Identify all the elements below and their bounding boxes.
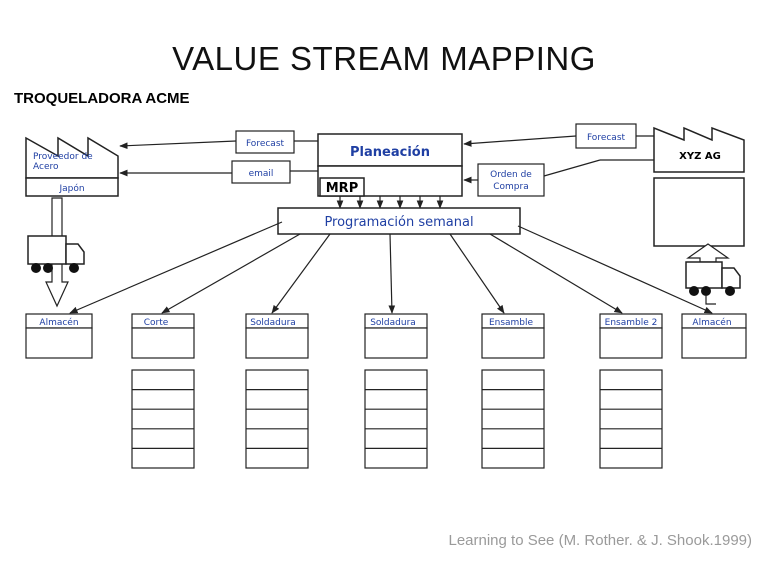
- process-label: Corte: [144, 318, 169, 328]
- company-name: TROQUELADORA ACME: [14, 90, 190, 107]
- customer-name: XYZ AG: [679, 151, 721, 162]
- weekly-schedule-label: Programación semanal: [324, 215, 473, 230]
- supplier-factory-icon: [25, 136, 119, 197]
- data-box-ensamble-2: [599, 369, 663, 469]
- forecast-supplier-box: [235, 130, 295, 154]
- customer-truck-icon: [685, 261, 741, 305]
- data-box-soldadura-2: [364, 369, 428, 469]
- purchase-order-line2: Compra: [493, 182, 529, 192]
- process-ensamble-2: Ensamble 2: [599, 313, 663, 359]
- page-title: VALUE STREAM MAPPING: [172, 40, 596, 77]
- forecast-customer-box: [575, 123, 637, 149]
- process-label: Ensamble: [489, 318, 534, 328]
- data-box-ensamble-1: [481, 369, 545, 469]
- supplier-location: Japón: [58, 183, 84, 194]
- email-label: email: [249, 169, 274, 179]
- planning-box: [317, 133, 463, 167]
- supplier-truck-icon: [27, 235, 85, 273]
- process-data-boxes: [131, 369, 663, 469]
- process-label: Soldadura: [370, 318, 416, 328]
- forecast-customer-label: Forecast: [587, 133, 626, 143]
- data-box-soldadura-1: [245, 369, 309, 469]
- forecast-supplier-label: Forecast: [246, 139, 285, 149]
- weekly-schedule-box: [277, 207, 521, 235]
- process-ensamble-1: Ensamble: [481, 313, 545, 359]
- customer-factory-icon: [653, 126, 745, 173]
- process-label: Ensamble 2: [605, 318, 658, 328]
- process-label: Soldadura: [250, 318, 296, 328]
- data-box-corte: [131, 369, 195, 469]
- process-almacen-1: Almacén: [25, 313, 93, 359]
- process-label: Almacén: [39, 317, 78, 328]
- schedule-arrows: [69, 221, 713, 314]
- supplier-name-line2: Acero: [33, 162, 59, 172]
- supplier-name-line1: Proveedor de: [33, 152, 93, 162]
- mrp-label: MRP: [326, 181, 358, 196]
- process-soldadura-1: Soldadura: [245, 313, 309, 359]
- planning-title: Planeación: [350, 145, 430, 160]
- information-flow-arrows: [119, 135, 654, 209]
- source-credit: Learning to See (M. Rother. & J. Shook.1…: [448, 532, 752, 549]
- process-label: Almacén: [692, 317, 731, 328]
- purchase-order-line1: Orden de: [490, 170, 532, 180]
- email-box: [231, 160, 291, 184]
- process-almacen-2: Almacén: [681, 313, 747, 359]
- process-corte: Corte: [131, 313, 195, 359]
- purchase-order-box: [477, 163, 545, 197]
- mrp-box: [319, 177, 365, 197]
- process-soldadura-2: Soldadura: [364, 313, 428, 359]
- customer-data-box: [653, 177, 745, 247]
